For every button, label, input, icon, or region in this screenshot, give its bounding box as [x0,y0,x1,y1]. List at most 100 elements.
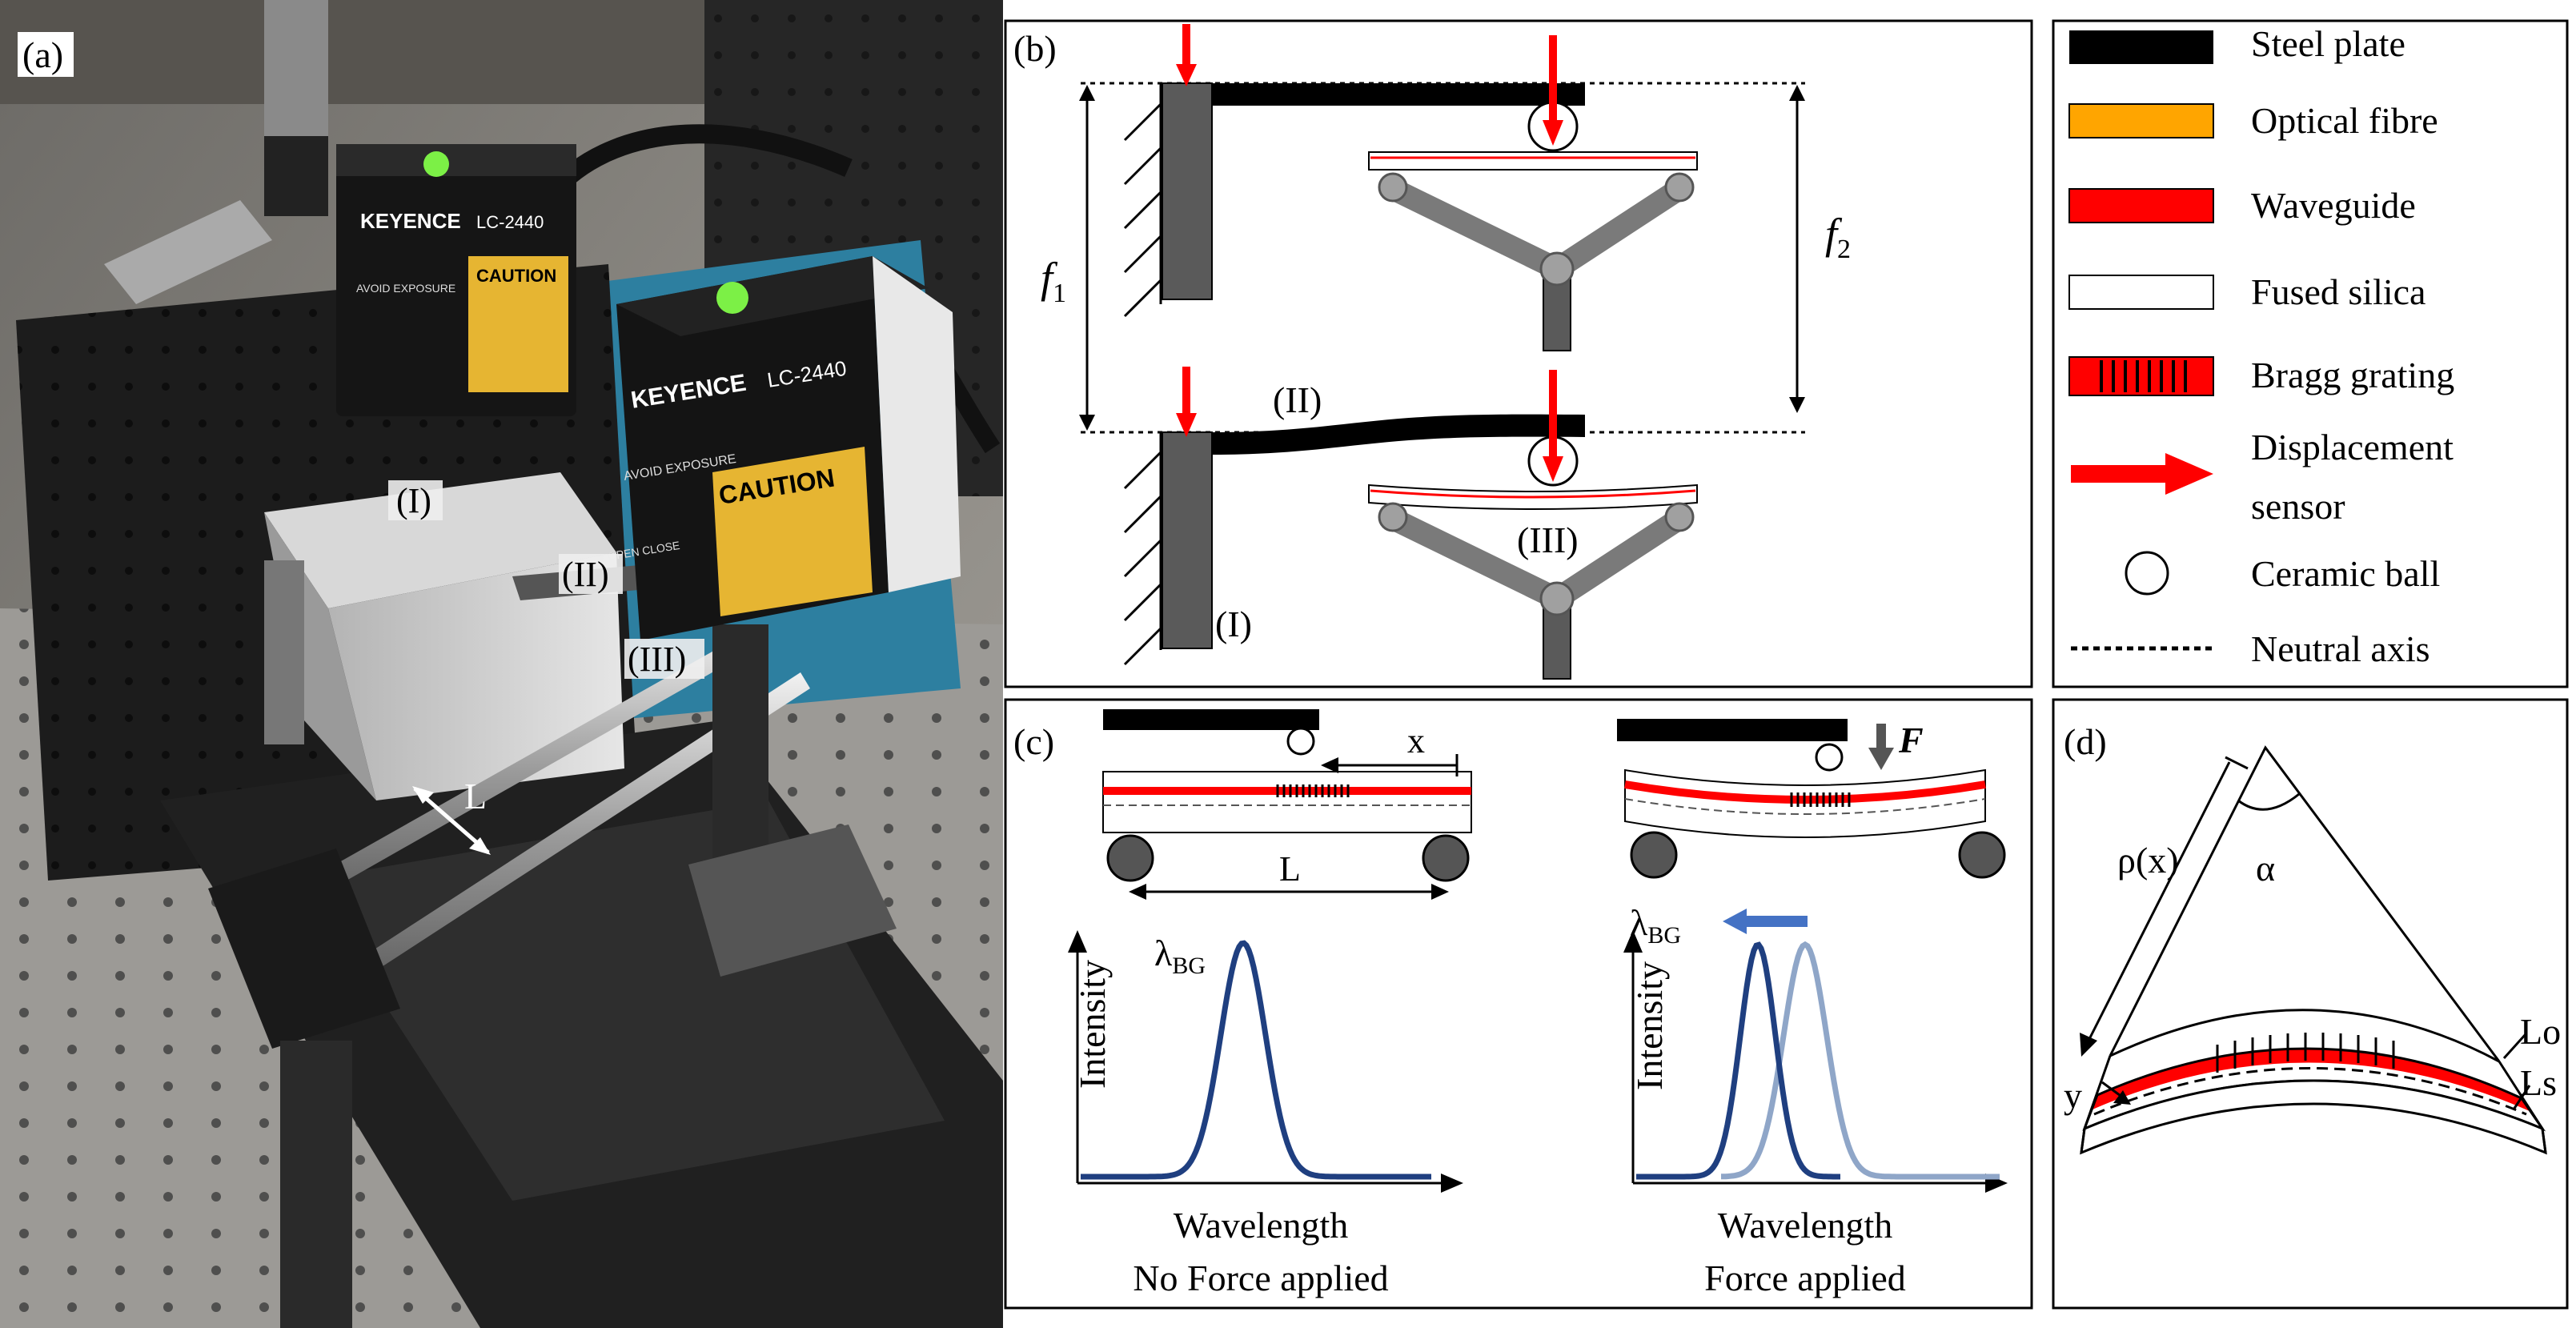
tag-bg-II [559,554,623,594]
Lo-label: Lo [2520,1011,2561,1052]
rod-bracket [208,849,400,1049]
bragg-grating [1276,784,1350,797]
legend-label-sensor-line2: sensor [2251,486,2345,527]
bracket-post [280,1041,352,1328]
wavelength-label: Wavelength [1718,1205,1893,1246]
displacement-sensor-front: KEYENCE LC-2440 CAUTION AVOID EXPOSURE O… [607,256,961,640]
aluminium-front [328,552,624,800]
panel-c: (c) x [1004,698,2033,1310]
arrow-down-icon [1176,413,1197,437]
steel-plate [1617,719,1848,741]
arrow-down-icon [1868,748,1894,770]
tag-II: (II) [1273,379,1322,420]
legend-label-steel: Steel plate [2251,23,2405,64]
legend-swatch-fibre [2068,103,2214,138]
length-arrow-head-icon [412,786,434,804]
rod-2 [320,672,810,1001]
arrow-down-icon [1543,120,1563,146]
beam-unloaded: x L [1102,709,1472,900]
arrow-down-icon [2080,1033,2097,1057]
legend-label-axis: Neutral axis [2251,628,2430,669]
sector-radii [2109,745,2501,1062]
legend-swatch-steel [2069,30,2213,64]
aluminium-top [264,472,616,608]
ceramic-ball [1286,727,1315,756]
tag-I: (I) [1215,604,1252,644]
v-support [1378,172,1695,351]
waveguide-line [1370,489,1696,499]
sensor-model-label: LC-2440 [476,212,544,232]
panel-a-label-bg [18,32,74,77]
caution-sticker [712,447,873,616]
steel-plate-bent [1212,414,1585,455]
L-label: L [1279,849,1301,889]
lambda-label: λBG [1630,902,1681,949]
arrow-up-icon [1068,930,1087,953]
beam-loaded: F [1617,719,2006,879]
neutral-axis [1624,798,1986,815]
sensor-brand-label: KEYENCE [360,209,461,233]
spectrum-no-force: Intensity λBG Wavelength No Force applie… [1068,930,1463,1298]
intensity-label: Intensity [1629,961,1670,1090]
post-clamp [264,136,328,216]
legend-label-sensor: Displacement [2251,427,2454,467]
arrow-up-icon [1623,930,1643,953]
length-arrow-head-icon [469,837,491,855]
photo-tag-II: (II) [562,555,609,594]
displacement-sensor-back: KEYENCE LC-2440 CAUTION AVOID EXPOSURE [336,144,576,416]
cantilever-unloaded [1123,24,1698,351]
panel-a-label: (a) [22,34,63,75]
tag-bg-III [624,639,704,679]
spectrum-curve-original [1721,941,2000,1180]
tag-III: (III) [1517,520,1579,560]
indicator-led-icon [716,282,748,314]
Ls-leader [2512,1085,2531,1110]
tag-bg-I [388,480,443,520]
panel-b-label: (b) [1013,28,1057,69]
rho-arrow [2084,761,2231,1048]
legend-swatch-ball [2125,551,2169,596]
x-label: x [1407,721,1425,760]
arrow-down-icon [2113,1090,2131,1105]
y-label: y [2064,1075,2082,1116]
alpha-arc [2237,792,2300,811]
force-label: F [1898,720,1924,760]
panel-b: (b) f1 f2 [1004,19,2033,688]
silica-beam [1368,151,1698,171]
v-support [1378,502,1695,680]
legend-label-silica: Fused silica [2251,271,2426,312]
clamp-block [1162,82,1213,300]
panel-d-label: (d) [2064,721,2107,762]
alpha-label: α [2256,848,2275,889]
waveguide-arc [2092,1048,2530,1111]
legend-swatch-silica [2068,275,2214,310]
arrow-left-icon [1723,909,1747,934]
legend-swatch-waveguide [2068,188,2214,223]
arrow-down-icon [1079,415,1095,431]
legend: Steel plate Optical fibre Waveguide Fuse… [2052,19,2569,688]
arrow-down-icon [1176,64,1197,86]
panel-d-frame [2052,698,2569,1310]
caption-no-force: No Force applied [1133,1258,1388,1298]
legend-label-ball: Ceramic ball [2251,553,2440,594]
intensity-label: Intensity [1072,960,1113,1089]
rho-label: ρ(x) [2117,840,2179,881]
legend-label-fibre: Optical fibre [2251,100,2438,141]
caption-force: Force applied [1704,1258,1906,1298]
bragg-grating [1790,792,1851,807]
roller-left [1106,834,1154,882]
spectrum-curve [1081,940,1431,1180]
panel-d: (d) α ρ(x) y Lo L [2052,698,2569,1310]
wavelength-label: Wavelength [1174,1205,1349,1246]
arrow-up-icon [1789,85,1805,101]
cantilever-loaded [1123,367,1698,680]
clamp-block [1162,431,1213,649]
steel-plate [1103,709,1319,730]
spectrum-force: Intensity λBG Wavelength Force applied [1623,902,2008,1298]
Ls-label: Ls [2520,1062,2557,1103]
caution-sticker [468,256,568,392]
clamp-arm [104,200,272,304]
legend-swatch-sensor [2071,453,2213,495]
arrow-right-icon [1441,1174,1463,1193]
